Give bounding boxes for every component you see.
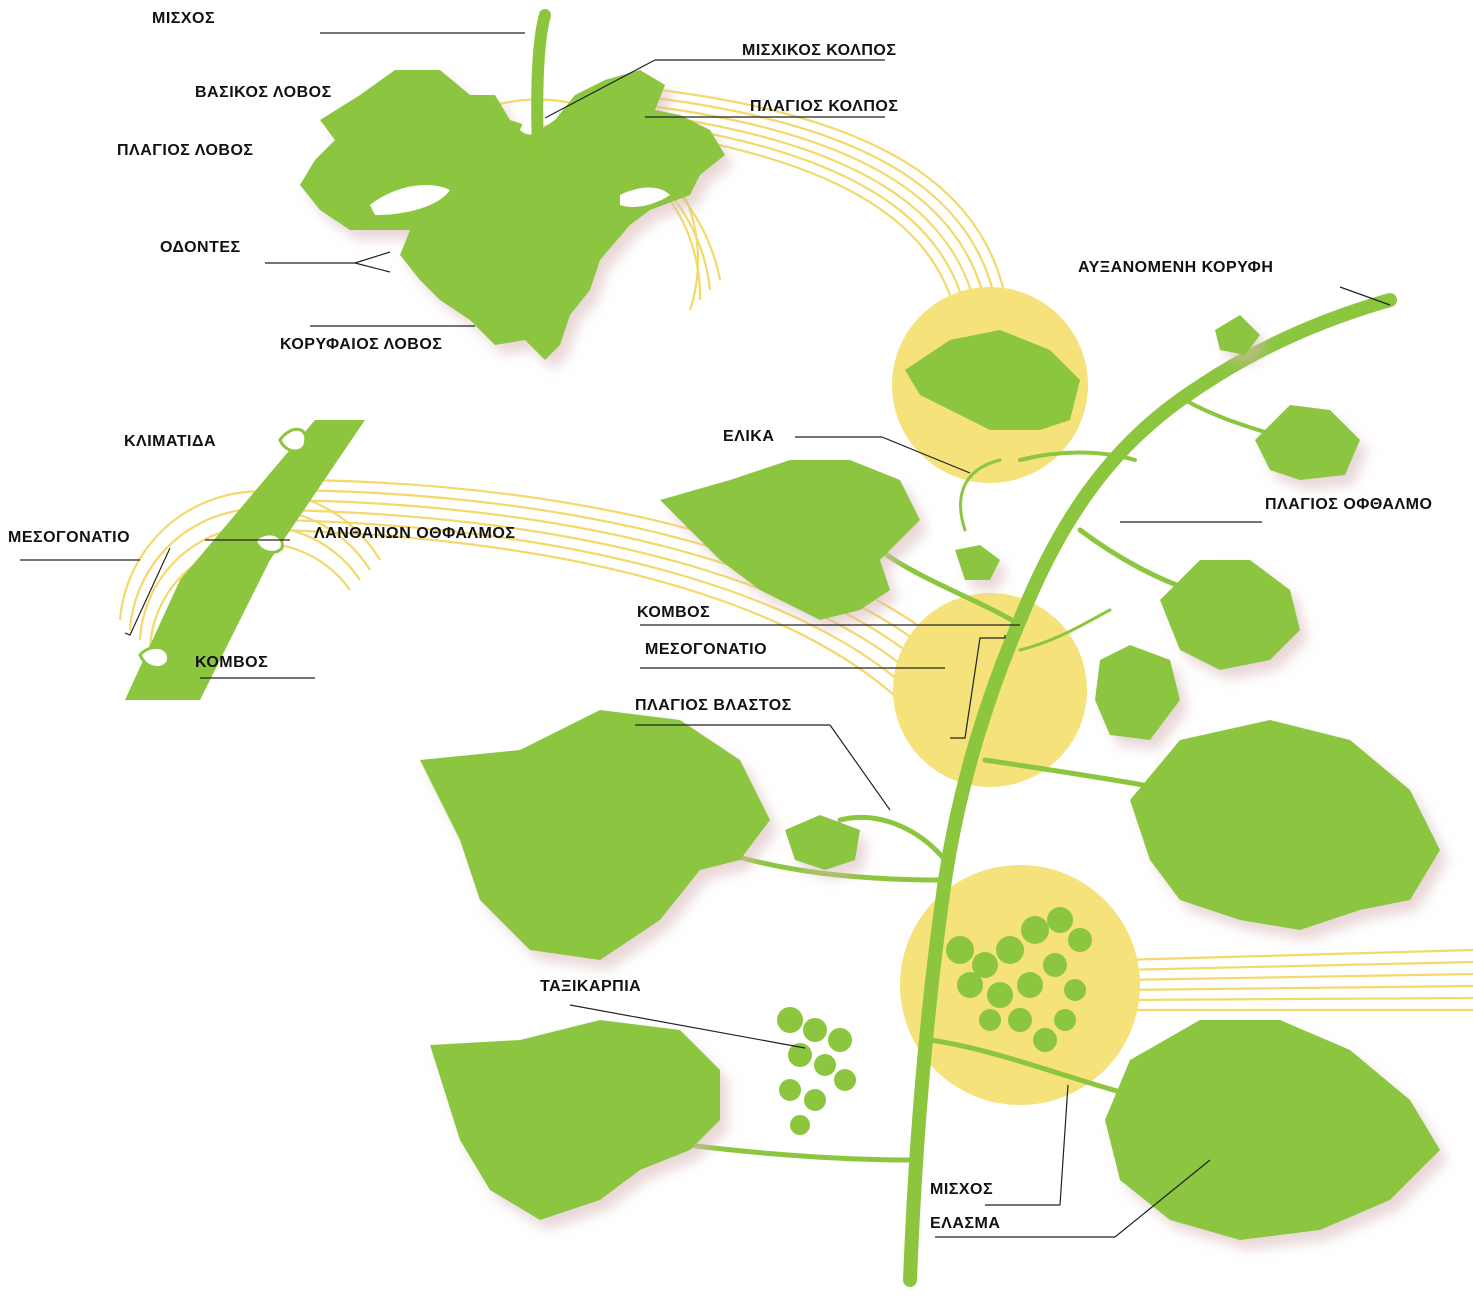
label-petiolar-sinus: ΜΙΣΧΙΚΟΣ ΚΟΛΠΟΣ (742, 42, 896, 60)
label-shoot-internode: ΜΕΣΟΓΟΝΑΤΙΟ (645, 641, 767, 659)
label-latent-bud: ΛΑΝΘΑΝΩΝ ΟΘΦΑΛΜΟΣ (314, 525, 515, 543)
shoot-leaf-small-mid (1095, 645, 1180, 740)
label-basal-lobe: ΒΑΣΙΚΟΣ ΛΟΒΟΣ (195, 84, 332, 102)
label-petiole-leaf: ΜΙΣΧΟΣ (152, 10, 215, 28)
label-growing-tip: ΑΥΞΑΝΟΜΕΝΗ ΚΟΡΥΦΗ (1078, 259, 1273, 277)
shoot-leaf-left-upper (660, 460, 920, 620)
label-cane: ΚΛΙΜΑΤΙΔΑ (124, 433, 216, 451)
label-cane-node: ΚΟΜΒΟΣ (195, 654, 268, 672)
label-tendril: ΕΛΙΚΑ (723, 428, 774, 446)
label-teeth: ΟΔΟΝΤΕΣ (160, 239, 241, 257)
shoot-leaf-right-mid (1160, 560, 1300, 670)
detached-leaf (300, 70, 725, 360)
label-blade: ΕΛΑΣΜΑ (930, 1215, 1000, 1233)
label-terminal-lobe: ΚΟΡΥΦΑΙΟΣ ΛΟΒΟΣ (280, 336, 442, 354)
label-lateral-sinus: ΠΛΑΓΙΟΣ ΚΟΛΠΟΣ (750, 98, 898, 116)
label-lateral-bud: ΠΛΑΓΙΟΣ ΟΦΘΑΛΜΟ (1265, 496, 1432, 514)
label-inflorescence: ΤΑΞΙΚΑΡΠΙΑ (540, 978, 641, 996)
label-shoot-node: ΚΟΜΒΟΣ (637, 604, 710, 622)
shoot-leaf-left-bottom (430, 1020, 720, 1220)
shoot-leaf-right-upper (1255, 405, 1360, 480)
shoot-leaf-left-big (420, 710, 770, 960)
label-lateral-lobe: ΠΛΑΓΙΟΣ ΛΟΒΟΣ (117, 142, 254, 160)
label-cane-internode: ΜΕΣΟΓΟΝΑΤΙΟ (8, 529, 130, 547)
shoot-leaf-right-bottom (1105, 1020, 1440, 1240)
label-lateral-shoot: ΠΛΑΓΙΟΣ ΒΛΑΣΤΟΣ (635, 697, 792, 715)
label-shoot-petiole: ΜΙΣΧΟΣ (930, 1181, 993, 1199)
shoot-leaf-small-upper (955, 545, 1000, 580)
shoot-leaf-lateral-small (785, 815, 860, 870)
shoot-leaf-right-big (1130, 720, 1440, 930)
